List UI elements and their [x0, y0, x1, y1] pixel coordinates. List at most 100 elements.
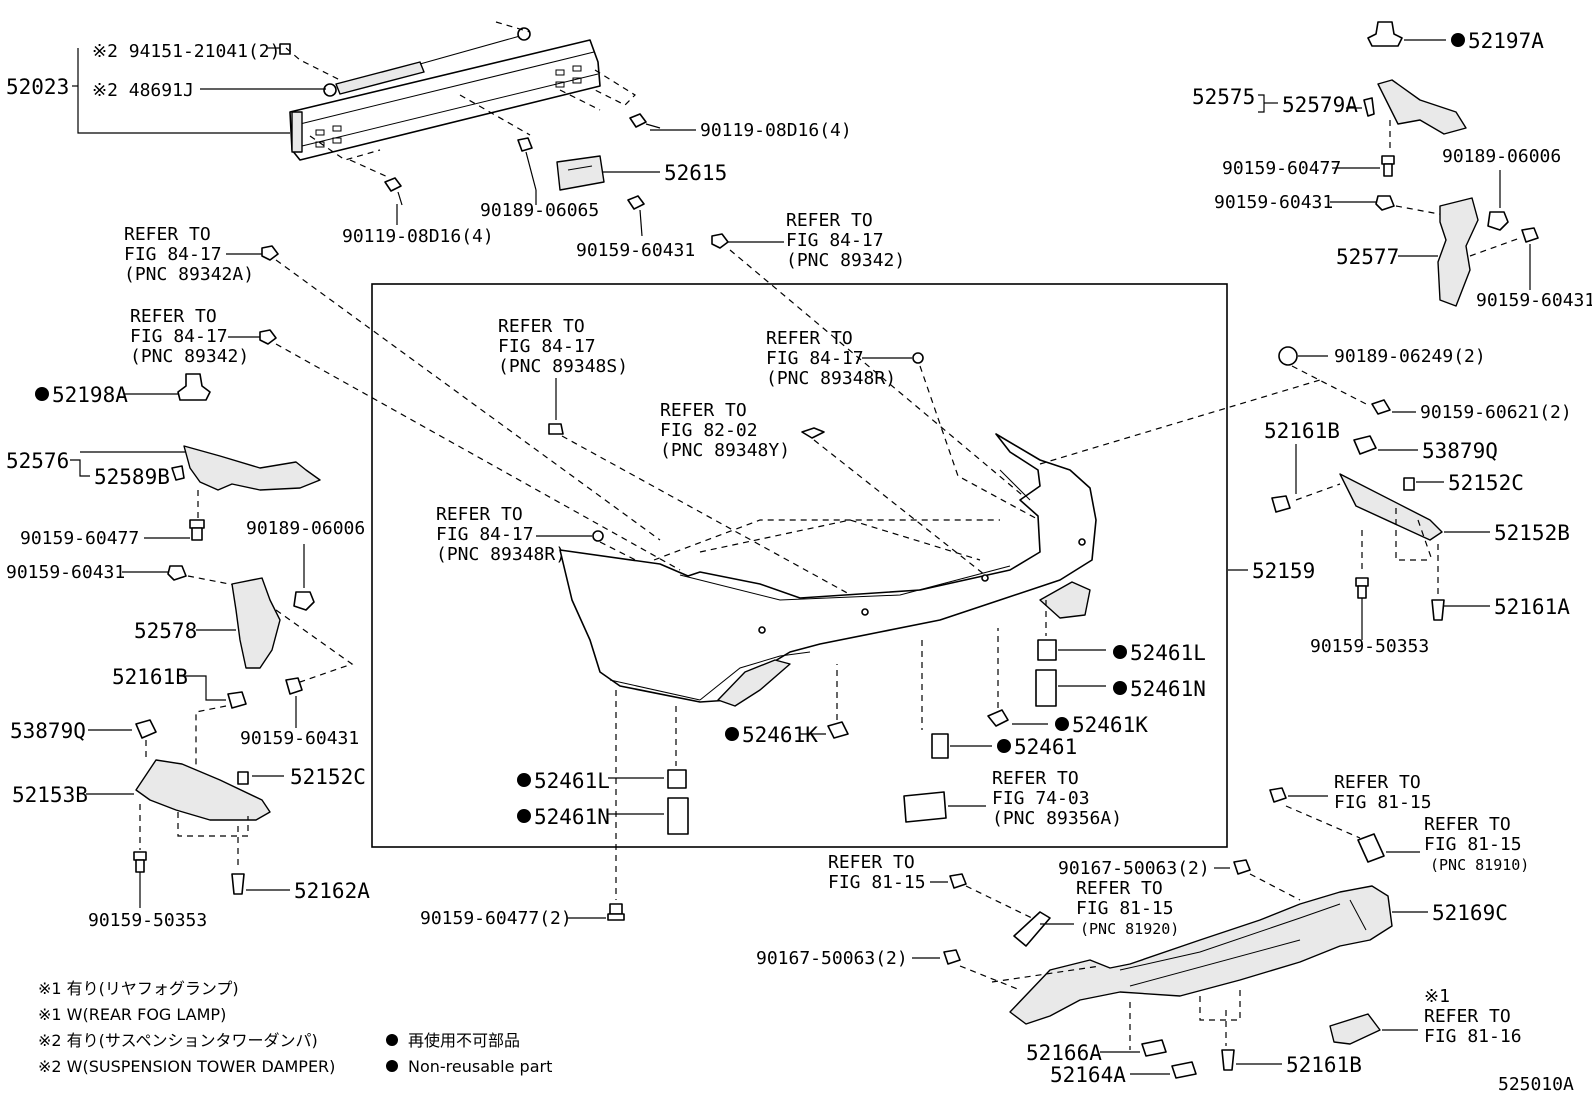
clip-icon — [261, 245, 279, 261]
label-52461K-b: 52461K — [1072, 713, 1148, 737]
clip-icon — [1353, 435, 1377, 455]
svg-text:(PNC 89348S): (PNC 89348S) — [498, 356, 628, 377]
refer-note-13: ※1 REFER TO FIG 81-16 — [1424, 986, 1522, 1047]
label-52197A: 52197A — [1468, 29, 1544, 53]
bracket-52576-drawing — [183, 445, 321, 491]
label-90159-60477-r: 90159-60477 — [1222, 158, 1341, 179]
refer-note-10: REFER TO FIG 81-15 (PNC 81910) — [1424, 814, 1529, 874]
label-90189-06006-r: 90189-06006 — [1442, 146, 1561, 167]
clip-icon — [801, 427, 825, 439]
svg-text:(PNC 89348R): (PNC 89348R) — [436, 544, 566, 565]
bracket-52153B-drawing — [135, 759, 271, 821]
svg-text:REFER TO: REFER TO — [130, 306, 217, 327]
label-90159-60431-l1: 90159-60431 — [6, 562, 125, 583]
label-52615: 52615 — [664, 161, 727, 185]
clip-icon — [135, 719, 157, 739]
legend-note-2: ※1 W(REAR FOG LAMP) — [38, 1005, 226, 1024]
svg-text:REFER TO: REFER TO — [1424, 1006, 1511, 1027]
refer-note-8: REFER TO FIG 74-03 (PNC 89356A) — [992, 768, 1122, 829]
bracket-52615-drawing — [556, 155, 605, 191]
clip-52164A-drawing — [1171, 1061, 1197, 1079]
svg-text:FIG 81-16: FIG 81-16 — [1424, 1026, 1522, 1047]
svg-text:REFER TO: REFER TO — [766, 328, 853, 349]
label-52577: 52577 — [1336, 245, 1399, 269]
label-52578: 52578 — [134, 619, 197, 643]
label-53879Q-r: 53879Q — [1422, 439, 1498, 463]
label-90159-60431-r1: 90159-60431 — [1214, 192, 1333, 213]
bracket-52152B-drawing — [1339, 473, 1443, 541]
svg-text:(PNC 89342A): (PNC 89342A) — [124, 264, 254, 285]
refer-note-7: REFER TO FIG 84-17 (PNC 89348R) — [436, 504, 566, 565]
refer-note-12: REFER TO FIG 81-15 (PNC 81920) — [1076, 878, 1179, 938]
legend-notes: ※1 有り(リヤフォグランプ) ※1 W(REAR FOG LAMP) ※2 有… — [38, 979, 552, 1076]
bolt-icon — [943, 949, 961, 965]
reflector-right-drawing — [1357, 833, 1385, 863]
label-90159-50353-l: 90159-50353 — [88, 910, 207, 931]
svg-text:FIG 84-17: FIG 84-17 — [786, 230, 884, 251]
nut-icon — [1278, 346, 1298, 366]
clip-icon — [912, 352, 924, 364]
svg-text:FIG 81-15: FIG 81-15 — [828, 872, 926, 893]
bolt-icon — [629, 113, 661, 129]
svg-text:REFER TO: REFER TO — [498, 316, 585, 337]
bolt-icon — [384, 177, 403, 206]
bracket-52577-drawing — [1437, 197, 1479, 307]
bolt-icon — [189, 519, 205, 529]
figure-id: 525010A — [1498, 1074, 1574, 1095]
label-52461L-a: 52461L — [534, 769, 610, 793]
refer-note-3: REFER TO FIG 84-17 (PNC 89342) — [786, 210, 905, 271]
nut-icon — [1487, 211, 1509, 231]
svg-text:REFER TO: REFER TO — [124, 224, 211, 245]
label-52461K-a: 52461K — [742, 723, 818, 747]
diffuser-52169C-drawing — [1009, 885, 1393, 1025]
refer-note-4: REFER TO FIG 84-17 (PNC 89348S) — [498, 316, 628, 377]
legend-nonreusable-en: Non-reusable part — [408, 1057, 552, 1076]
svg-text:(PNC 89348Y): (PNC 89348Y) — [660, 440, 790, 461]
bolt-icon — [285, 677, 303, 695]
label-52166A: 52166A — [1026, 1041, 1102, 1065]
svg-text:REFER TO: REFER TO — [992, 768, 1079, 789]
fog-lamp-drawing — [1329, 1013, 1381, 1045]
bolt-icon — [1403, 477, 1415, 491]
clip-icon — [231, 873, 245, 895]
pad-52461-drawing — [921, 640, 949, 759]
label-90167-50063-b: 90167-50063(2) — [756, 948, 908, 969]
label-52589B: 52589B — [94, 465, 170, 489]
label-52152C-r: 52152C — [1448, 471, 1524, 495]
reflector-left-drawing — [1013, 911, 1051, 947]
clip-icon — [1271, 495, 1291, 513]
label-52576: 52576 — [6, 449, 69, 473]
label-52162A: 52162A — [294, 879, 370, 903]
bumper-cover-frame — [371, 283, 1228, 848]
svg-text:REFER TO: REFER TO — [786, 210, 873, 231]
bracket-52575-drawing — [1363, 79, 1467, 135]
svg-text:FIG 74-03: FIG 74-03 — [992, 788, 1090, 809]
nut-icon — [293, 591, 315, 611]
clip-52197A-drawing — [1367, 21, 1403, 47]
svg-text:FIG 84-17: FIG 84-17 — [124, 244, 222, 265]
rear-bumper-cover-drawing — [559, 433, 1097, 707]
label-52579A: 52579A — [1282, 93, 1358, 117]
label-52161B-b: 52161B — [1286, 1053, 1362, 1077]
label-52161B-l: 52161B — [112, 665, 188, 689]
bolt-icon — [167, 565, 187, 581]
legend-nonreusable-jp: 再使用不可部品 — [408, 1031, 520, 1050]
bolt-icon — [1521, 227, 1539, 243]
svg-text:FIG 81-15: FIG 81-15 — [1334, 792, 1432, 813]
label-90159-60621: 90159-60621(2) — [1420, 402, 1572, 423]
legend-note-1: ※1 有り(リヤフォグランプ) — [38, 979, 239, 998]
svg-text:FIG 82-02: FIG 82-02 — [660, 420, 758, 441]
bracket-52578-drawing — [231, 577, 281, 669]
label-90159-50353-r: 90159-50353 — [1310, 636, 1429, 657]
label-90159-60477-l: 90159-60477 — [20, 528, 139, 549]
label-52161A: 52161A — [1494, 595, 1570, 619]
svg-text:(PNC 89356A): (PNC 89356A) — [992, 808, 1122, 829]
svg-text:FIG 81-15: FIG 81-15 — [1076, 898, 1174, 919]
bolt-icon — [1233, 859, 1251, 875]
bolt-icon — [133, 851, 147, 861]
svg-text:※1: ※1 — [1424, 986, 1450, 1007]
bumper-reinforcement-drawing — [279, 27, 601, 161]
svg-text:REFER TO: REFER TO — [660, 400, 747, 421]
refer-note-1: REFER TO FIG 84-17 (PNC 89342A) — [124, 224, 254, 285]
